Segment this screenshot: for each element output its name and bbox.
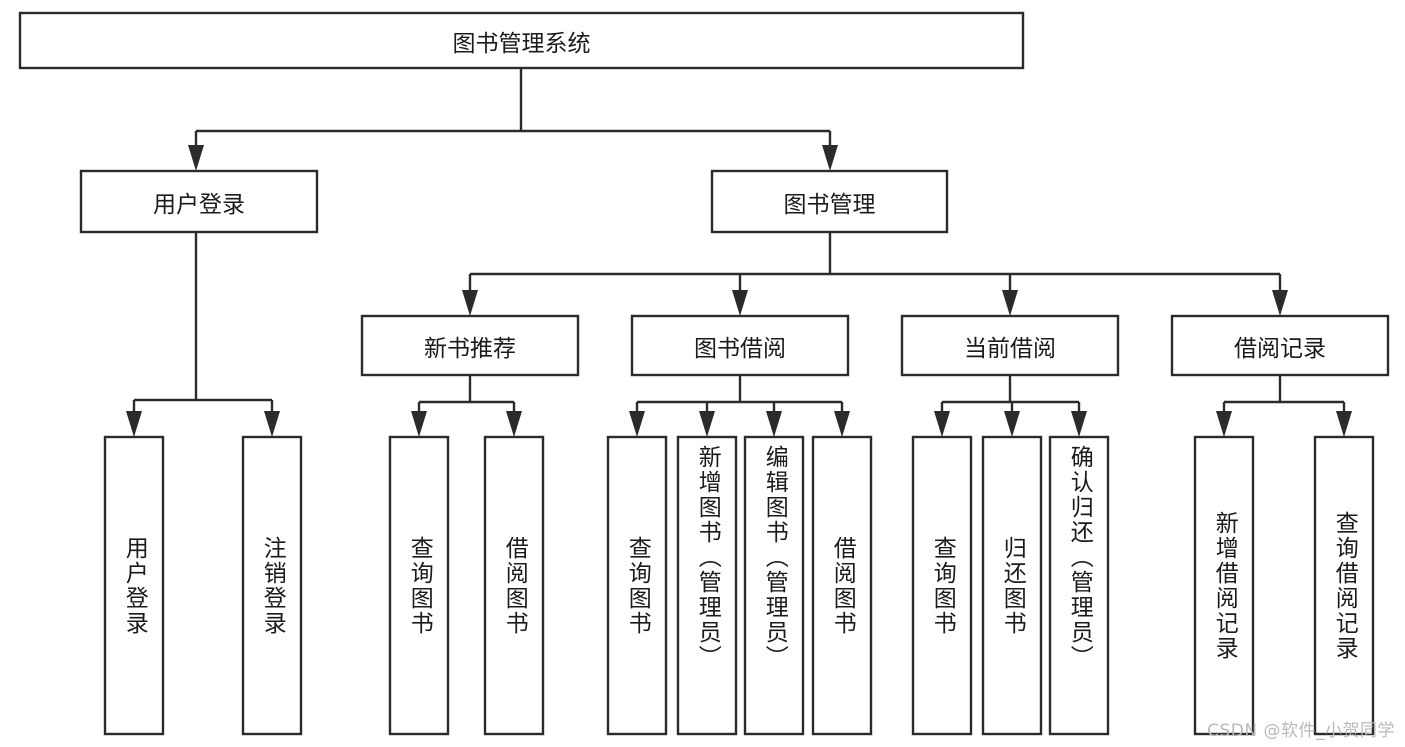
leaf-box-borrow-book[interactable] [811, 435, 873, 736]
csdn-watermark: CSDN @软件_小贺同学 [1207, 721, 1395, 741]
arrow-head-user-login [188, 145, 204, 171]
leaf-box-add-borrow-record[interactable] [1193, 435, 1255, 736]
node-box-root[interactable] [18, 11, 1025, 70]
leaf-box-confirm-return-admin[interactable] [1048, 435, 1110, 736]
node-box-new-book-recommend[interactable] [360, 314, 580, 377]
arrow-head-newbook-leaf-1 [411, 411, 427, 437]
leaf-box-user-login[interactable] [103, 435, 165, 736]
node-box-user-login[interactable] [79, 169, 319, 234]
arrow-head-record [1272, 290, 1288, 316]
arrow-head-borrow-leaf-4 [834, 411, 850, 437]
arrow-head-newbook [462, 290, 478, 316]
arrow-head-book-mgmt [822, 145, 838, 171]
leaf-box-query-book-current[interactable] [911, 435, 973, 736]
arrow-head-borrow [732, 290, 748, 316]
leaf-box-query-book-newbook[interactable] [388, 435, 450, 736]
arrow-head-leaf-user-login [126, 411, 142, 437]
node-box-book-borrow[interactable] [630, 314, 850, 377]
arrow-head-borrow-leaf-3 [766, 411, 782, 437]
arrow-head-record-leaf-2 [1336, 411, 1352, 437]
node-box-borrow-record[interactable] [1170, 314, 1390, 377]
arrow-head-current-leaf-3 [1071, 411, 1087, 437]
arrow-head-borrow-leaf-1 [629, 411, 645, 437]
arrow-head-leaf-logout [264, 411, 280, 437]
leaf-box-logout[interactable] [241, 435, 303, 736]
node-box-book-management[interactable] [710, 169, 949, 234]
leaf-box-query-book-borrow[interactable] [606, 435, 668, 736]
arrow-head-current-leaf-2 [1004, 411, 1020, 437]
leaf-box-borrow-book-newbook[interactable] [483, 435, 545, 736]
arrow-head-current-leaf-1 [934, 411, 950, 437]
arrow-head-borrow-leaf-2 [699, 411, 715, 437]
leaf-box-return-book[interactable] [981, 435, 1043, 736]
leaf-box-edit-book-admin[interactable] [743, 435, 805, 736]
arrow-head-record-leaf-1 [1216, 411, 1232, 437]
leaf-box-add-book-admin[interactable] [676, 435, 738, 736]
arrow-head-current [1002, 290, 1018, 316]
node-box-current-borrow[interactable] [900, 314, 1120, 377]
leaf-box-query-borrow-record[interactable] [1313, 435, 1375, 736]
connector-layer [126, 68, 1352, 437]
node-box-layer [18, 11, 1390, 736]
arrow-head-newbook-leaf-2 [506, 411, 522, 437]
